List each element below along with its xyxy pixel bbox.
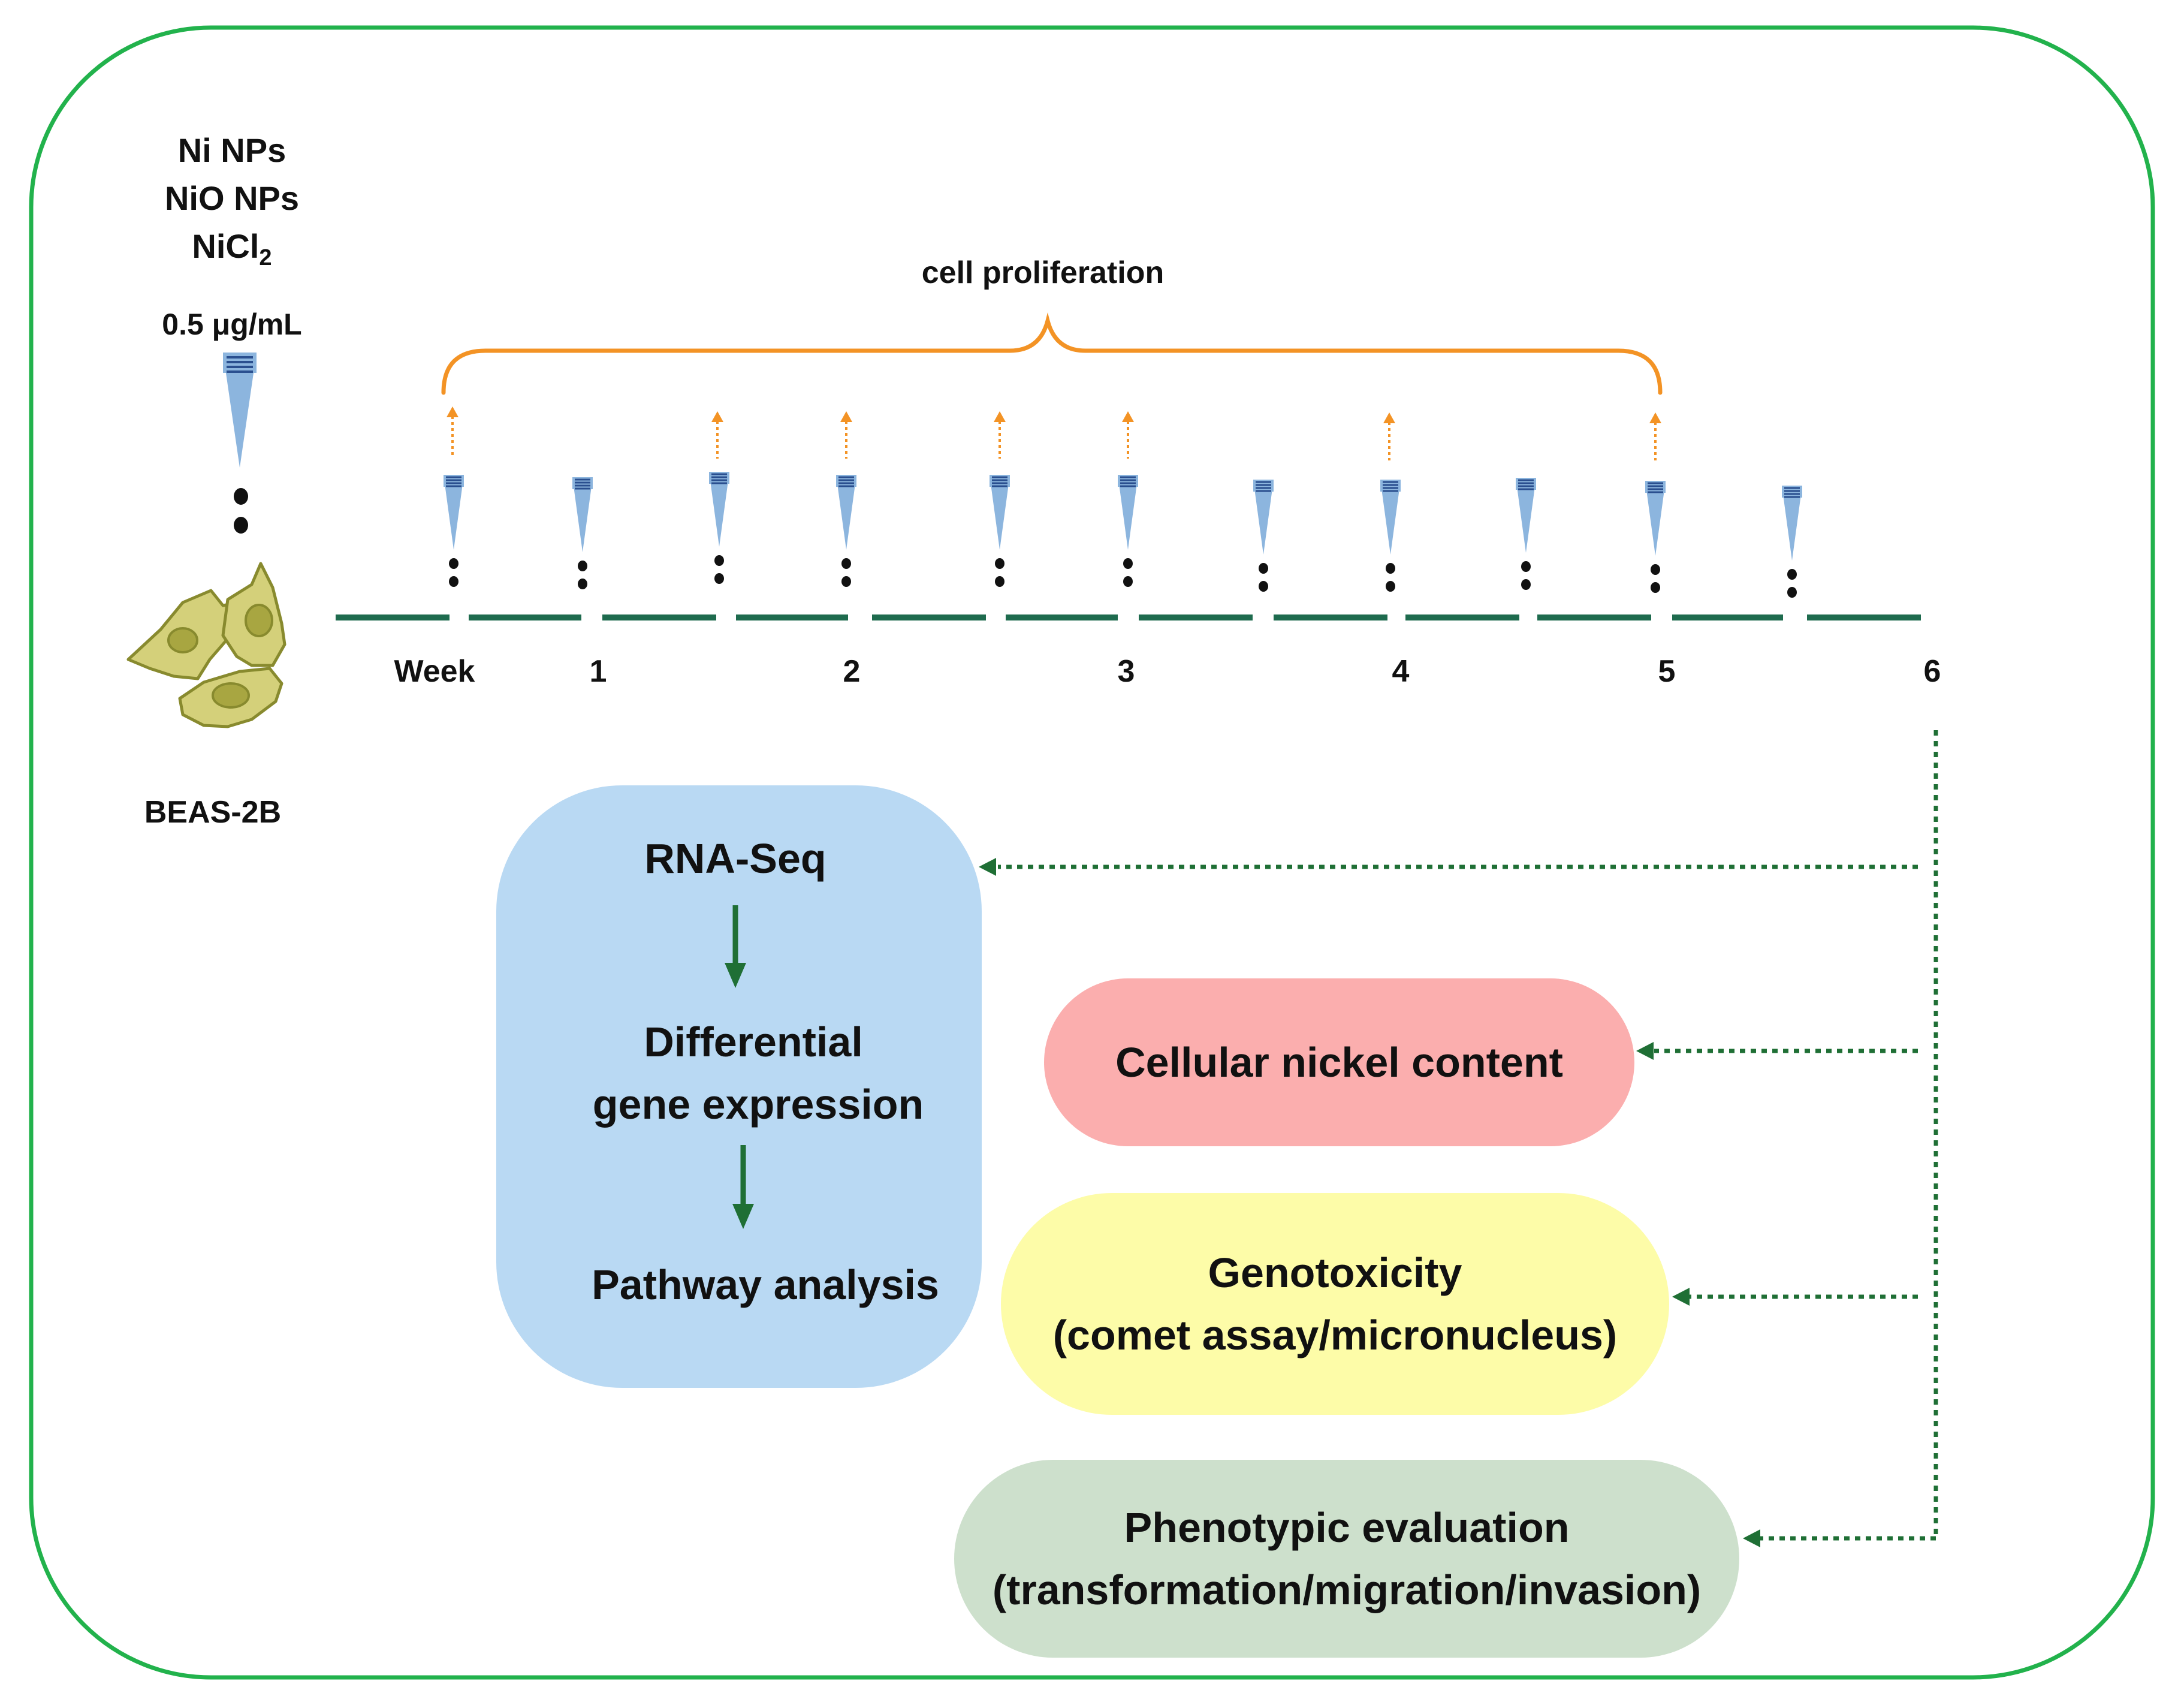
dose-pipette-icon-8 [1380,480,1401,592]
nicl2-base: NiCl [192,227,260,265]
dose-pipette-icon-10 [1645,481,1666,593]
proliferation-arrow-1 [447,406,458,456]
dose-pipettes [444,472,1802,598]
treatment-pipette-icon [223,353,257,534]
beas-2b-cells-icon [126,562,286,728]
cell-line-label: BEAS-2B [144,795,282,830]
dose-label: 0.5 μg/mL [162,308,302,341]
connector-arrowheads [979,858,1760,1547]
week-axis-label: Week [394,654,475,689]
week-tick-5: 5 [1658,654,1676,689]
proliferation-arrows [447,406,1661,460]
phenotype-methods: (transformation/migration/invasion) [992,1567,1702,1613]
genotox-box-text: Genotoxicity (comet assay/micronucleus) [1001,1193,1669,1415]
proliferation-arrow-4 [994,411,1006,459]
proliferation-arrow-6 [1383,412,1395,460]
nicl2-subscript: 2 [259,245,272,271]
genotox-box [1001,1193,1669,1415]
dose-pipette-icon-6 [1118,475,1138,587]
rnaseq-flow-arrows [725,905,754,1229]
phenotype-box-text: Phenotypic evaluation (transformation/mi… [954,1460,1739,1658]
rnaseq-step-pathway: Pathway analysis [592,1261,939,1308]
dose-pipette-icon-4 [836,475,856,587]
agent-ni-nps: Ni NPs [177,131,286,169]
dose-pipette-icon-2 [572,477,593,589]
proliferation-brace [441,312,1663,395]
week-tick-2: 2 [843,654,861,689]
agent-nicl2: NiCl2 [192,227,272,271]
week-tick-3: 3 [1117,654,1135,689]
rnaseq-step-differential: Differential [644,1019,863,1065]
rnaseq-step-gene-expression: gene expression [592,1081,924,1128]
dose-pipette-icon-11 [1782,486,1802,598]
proliferation-arrow-5 [1122,411,1134,459]
phenotype-label: Phenotypic evaluation [1124,1504,1570,1551]
dose-pipette-icon-1 [444,475,464,587]
nickel-box-text: Cellular nickel content [1044,978,1634,1146]
phenotype-box [954,1460,1739,1658]
week-tick-4: 4 [1392,654,1410,689]
genotox-methods: (comet assay/micronucleus) [1052,1312,1618,1358]
proliferation-arrow-3 [840,411,852,459]
week-tick-1: 1 [589,654,607,689]
proliferation-arrow-2 [711,411,723,459]
nickel-label: Cellular nickel content [1115,1039,1563,1086]
outer-frame [29,25,2155,1680]
rnaseq-step-rnaseq: RNA-Seq [644,835,826,882]
week6-connectors [998,730,1938,1541]
rnaseq-box [496,785,982,1388]
genotox-label: Genotoxicity [1208,1249,1462,1296]
proliferation-arrow-7 [1649,412,1661,460]
dose-pipette-icon-3 [709,472,729,584]
week-tick-6: 6 [1923,654,1941,689]
nickel-box [1044,978,1634,1146]
dose-pipette-icon-5 [990,475,1010,587]
dose-pipette-icon-7 [1253,480,1274,592]
agent-nio-nps: NiO NPs [164,179,300,217]
dose-pipette-icon-9 [1516,478,1536,590]
proliferation-label: cell proliferation [921,255,1165,290]
